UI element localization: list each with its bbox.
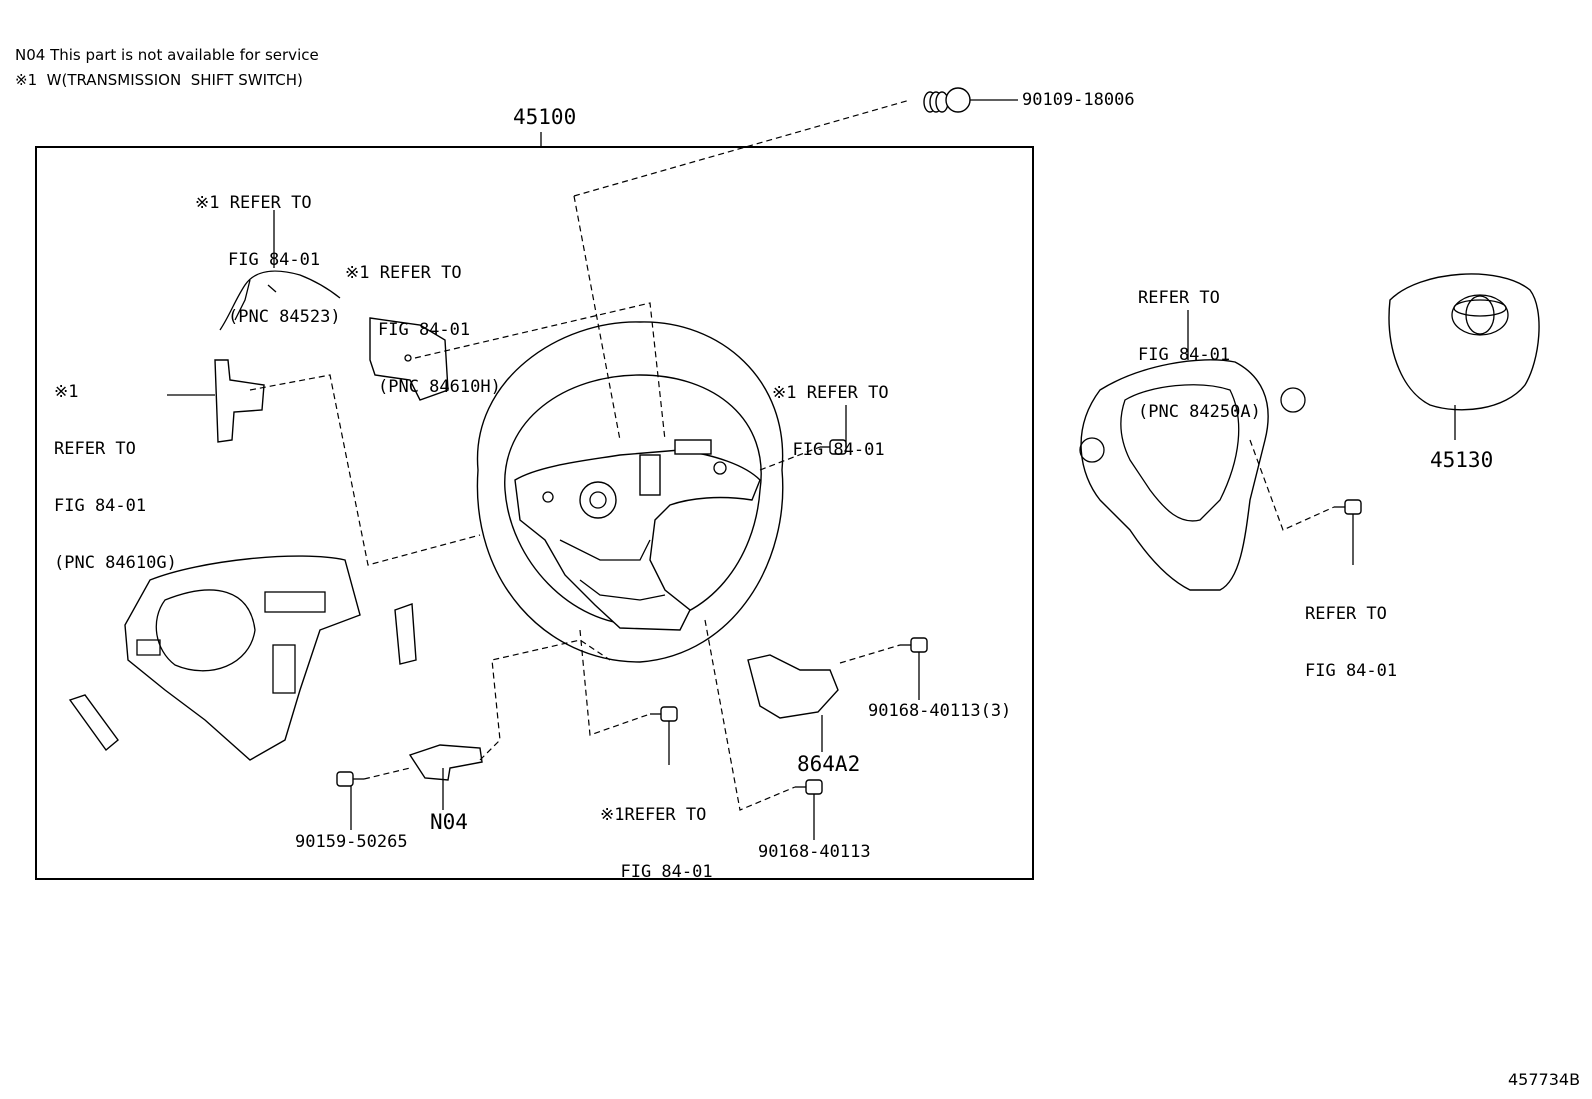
spoke-cover [1079, 310, 1306, 591]
part-number-90109-18006: 90109-18006 [1022, 90, 1135, 110]
part-number-90168-40113-3: 90168-40113(3) [868, 701, 1012, 721]
lower-cover [124, 555, 361, 761]
part-number-90159-50265: 90159-50265 [295, 832, 408, 852]
ref-84610g: ※1 REFER TO FIG 84-01 (PNC 84610G) [54, 382, 177, 573]
screw-icon [900, 637, 928, 700]
part-number-45130: 45130 [1430, 448, 1494, 472]
switch-84610g [214, 359, 265, 443]
side-trim-piece [394, 603, 417, 665]
screw-icon [795, 779, 823, 840]
switch-wire [219, 270, 341, 331]
ref-84523: ※1 REFER TO FIG 84-01 (PNC 84523) [195, 193, 341, 327]
bolt-icon [923, 87, 1018, 113]
part-number-90168-40113: 90168-40113 [758, 842, 871, 862]
part-number-864a2: 864A2 [797, 752, 861, 776]
ref-right-screw: ※1 REFER TO FIG 84-01 [772, 383, 889, 460]
part-864a2 [747, 654, 839, 719]
steering-wheel [476, 321, 784, 663]
screw-icon [820, 405, 847, 455]
part-number-45100: 45100 [513, 105, 577, 129]
switch-84610h [369, 317, 449, 401]
assembly-frame [35, 146, 1034, 880]
ref-84250a: REFER TO FIG 84-01 (PNC 84250A) [1138, 288, 1261, 422]
part-number-n04: N04 [430, 810, 468, 834]
lower-trim-piece [68, 694, 119, 752]
figure-id: 457734B [1508, 1070, 1581, 1089]
ref-bottom-screw: ※1REFER TO FIG 84-01 [600, 805, 713, 882]
airbag-pad [1388, 273, 1540, 440]
note-n04: N04 This part is not available for servi… [15, 46, 319, 64]
part-n04 [408, 744, 483, 781]
screw-icon [650, 706, 678, 765]
note-x1: ※1 W(TRANSMISSION SHIFT SWITCH) [15, 71, 303, 89]
screw-icon [1334, 499, 1362, 565]
ref-84610h: ※1 REFER TO FIG 84-01 (PNC 84610H) [345, 263, 501, 397]
ref-spoke-screw: REFER TO FIG 84-01 [1305, 604, 1398, 681]
screw-icon [336, 771, 364, 830]
